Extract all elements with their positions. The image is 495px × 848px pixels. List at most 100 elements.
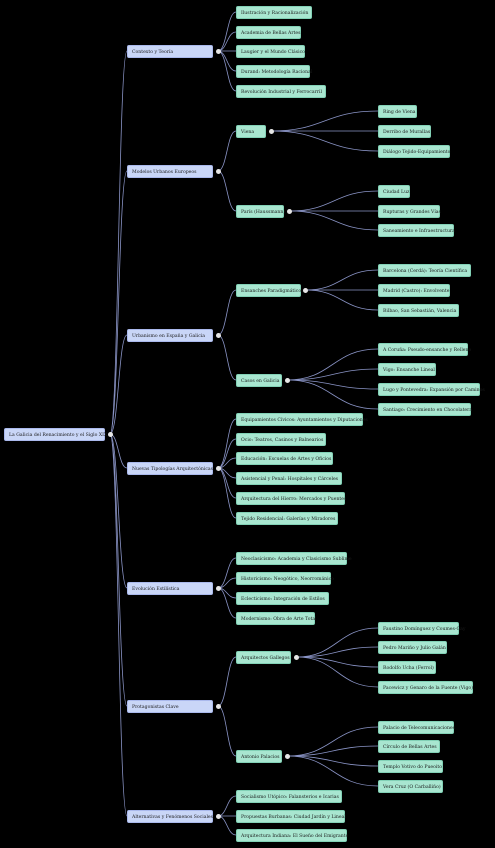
topic-node[interactable]: Casos en Galicia xyxy=(236,373,283,387)
leaf-node[interactable]: Pacewicz y Genaro de la Fuente (Vigo) xyxy=(378,680,473,694)
connector-line xyxy=(270,110,379,132)
leaf-node[interactable]: Rodolfo Ucha (Ferrol) xyxy=(378,660,436,674)
leaf-node[interactable]: A Coruña: Pseudo-ensanche y Relleno xyxy=(378,342,471,356)
connector-line xyxy=(270,130,379,152)
branch-node[interactable]: Nuevas Tipologías Arquitectónicas xyxy=(127,461,213,475)
leaf-node[interactable]: Barcelona (Cerdá): Teoría Científica xyxy=(378,263,471,277)
connector-line xyxy=(289,210,379,231)
connector-line xyxy=(109,433,128,707)
leaf-node[interactable]: Madrid (Castro): Envolvente xyxy=(378,283,450,297)
topic-collapse-toggle[interactable] xyxy=(268,128,274,134)
branch-collapse-toggle[interactable] xyxy=(215,585,221,591)
leaf-node[interactable]: Rupturas y Grandes Vías xyxy=(378,204,441,218)
topic-collapse-toggle[interactable] xyxy=(286,208,292,214)
connector-line xyxy=(217,11,237,52)
leaf-node[interactable]: Pedro Mariño y Julio Galán xyxy=(378,640,448,654)
leaf-node[interactable]: Revolución Industrial y Ferrocarril xyxy=(236,84,327,98)
topic-node[interactable]: Arquitectos Gallegos xyxy=(236,650,292,664)
topic-collapse-toggle[interactable] xyxy=(284,753,290,759)
branch-node[interactable]: Modelos Urbanos Europeos xyxy=(127,164,213,178)
branch-collapse-toggle[interactable] xyxy=(215,703,221,709)
leaf-node[interactable]: Educación: Escuelas de Artes y Oficios xyxy=(236,451,334,465)
branch-collapse-toggle[interactable] xyxy=(215,465,221,471)
topic-node[interactable]: Viena xyxy=(236,124,266,138)
connector-line xyxy=(287,368,379,381)
leaf-node[interactable]: Tejido Residencial: Galerías y Miradores xyxy=(236,511,338,525)
connector-line xyxy=(217,50,237,72)
connector-line xyxy=(109,433,128,589)
leaf-node[interactable]: Durand: Metodología Racional xyxy=(236,64,312,78)
connector-line xyxy=(287,379,379,410)
connector-line xyxy=(109,433,128,817)
leaf-node[interactable]: Arquitectura Indiana: El Sueño del Emigr… xyxy=(236,828,348,842)
topic-node[interactable]: París (Haussmann) xyxy=(236,204,285,218)
branch-node[interactable]: Evolución Estilística xyxy=(127,581,213,595)
connector-line xyxy=(287,348,379,381)
leaf-node[interactable]: Vera Cruz (O Carballiño) xyxy=(378,779,443,793)
connector-line xyxy=(305,289,379,311)
connector-line xyxy=(109,334,128,435)
leaf-node[interactable]: Vigo: Ensanche Lineal xyxy=(378,362,436,376)
leaf-node[interactable]: Arquitectura del Hierro: Mercados y Puen… xyxy=(236,491,346,505)
branch-node[interactable]: Urbanismo en España y Galicia xyxy=(127,328,213,342)
branch-node[interactable]: Contexto y Teoría xyxy=(127,44,213,58)
leaf-node[interactable]: Academia de Bellas Artes xyxy=(236,25,301,39)
leaf-node[interactable]: Faustino Domínguez y Coumes-Gay xyxy=(378,621,465,635)
connector-line xyxy=(217,795,237,817)
leaf-node[interactable]: Socialismo Utópico: Falansterios e Icari… xyxy=(236,789,343,803)
branch-collapse-toggle[interactable] xyxy=(215,168,221,174)
branch-collapse-toggle[interactable] xyxy=(215,813,221,819)
connector-line xyxy=(217,130,237,172)
root-collapse-toggle[interactable] xyxy=(107,431,113,437)
leaf-node[interactable]: Propuestas Burbanas: Ciudad Jardín y Lin… xyxy=(236,809,346,823)
connector-line xyxy=(217,705,237,757)
connector-line xyxy=(296,656,379,688)
connector-line xyxy=(217,170,237,212)
connector-line xyxy=(217,289,237,336)
leaf-node[interactable]: Asistencial y Penal: Hospitales y Cárcel… xyxy=(236,471,343,485)
connector-line xyxy=(305,269,379,291)
topic-collapse-toggle[interactable] xyxy=(284,377,290,383)
branch-node[interactable]: Protagonistas Clave xyxy=(127,699,213,713)
leaf-node[interactable]: Ciudad Luz xyxy=(378,184,411,198)
leaf-node[interactable]: Derribo de Murallas xyxy=(378,124,432,138)
leaf-node[interactable]: Diálogo Tejido-Equipamiento xyxy=(378,144,450,158)
connector-line xyxy=(296,646,379,658)
topic-collapse-toggle[interactable] xyxy=(303,287,309,293)
connector-line xyxy=(287,379,379,390)
leaf-node[interactable]: Neoclasicismo: Academia y Clasicismo Sub… xyxy=(236,551,352,565)
leaf-node[interactable]: Ring de Viena xyxy=(378,104,418,118)
connector-line xyxy=(217,334,237,381)
leaf-node[interactable]: Lugo y Pontevedra: Expansión por Caminos xyxy=(378,382,485,396)
connector-line xyxy=(217,656,237,707)
branch-node[interactable]: Alternativas y Fenómenos Sociales xyxy=(127,809,213,823)
connector-line xyxy=(296,656,379,668)
leaf-node[interactable]: Modernismo: Obra de Arte Total xyxy=(236,611,317,625)
connector-line xyxy=(109,50,128,435)
leaf-node[interactable]: Bilbao, San Sebastián, Valencia xyxy=(378,303,459,317)
connector-line xyxy=(296,627,379,658)
leaf-node[interactable]: Historicismo: Neogótico, Neorrománico xyxy=(236,571,334,585)
leaf-node[interactable]: Ilustración y Racionalización xyxy=(236,5,313,19)
branch-collapse-toggle[interactable] xyxy=(215,48,221,54)
connector-line xyxy=(289,190,379,212)
connector-line xyxy=(217,418,237,469)
leaf-node[interactable]: Laugier y el Mundo Clásico xyxy=(236,44,306,58)
leaf-node[interactable]: Eclecticismo: Integración de Estilos xyxy=(236,591,329,605)
branch-collapse-toggle[interactable] xyxy=(215,332,221,338)
connector-line xyxy=(109,170,128,435)
leaf-node[interactable]: Palacio de Telecomunicaciones xyxy=(378,720,455,734)
topic-node[interactable]: Ensanches Paradigmáticos xyxy=(236,283,303,297)
topic-node[interactable]: Antonio Palacios xyxy=(236,749,283,763)
root-node[interactable]: La Galicia del Renacimiento y el Siglo X… xyxy=(4,427,107,441)
leaf-node[interactable]: Santiago: Crecimiento en Chocolatera xyxy=(378,402,472,416)
leaf-node[interactable]: Equipamientos Cívicos: Ayuntamientos y D… xyxy=(236,412,368,426)
connector-line xyxy=(217,467,237,519)
leaf-node[interactable]: Ocio: Teatros, Casinos y Balnearios xyxy=(236,432,327,446)
topic-collapse-toggle[interactable] xyxy=(293,654,299,660)
leaf-node[interactable]: Templo Votivo do Pueoito xyxy=(378,759,443,773)
leaf-node[interactable]: Saneamiento e Infraestructura xyxy=(378,223,455,237)
connector-line xyxy=(217,815,237,836)
connector-line xyxy=(287,745,379,757)
leaf-node[interactable]: Círculo de Bellas Artes xyxy=(378,739,441,753)
